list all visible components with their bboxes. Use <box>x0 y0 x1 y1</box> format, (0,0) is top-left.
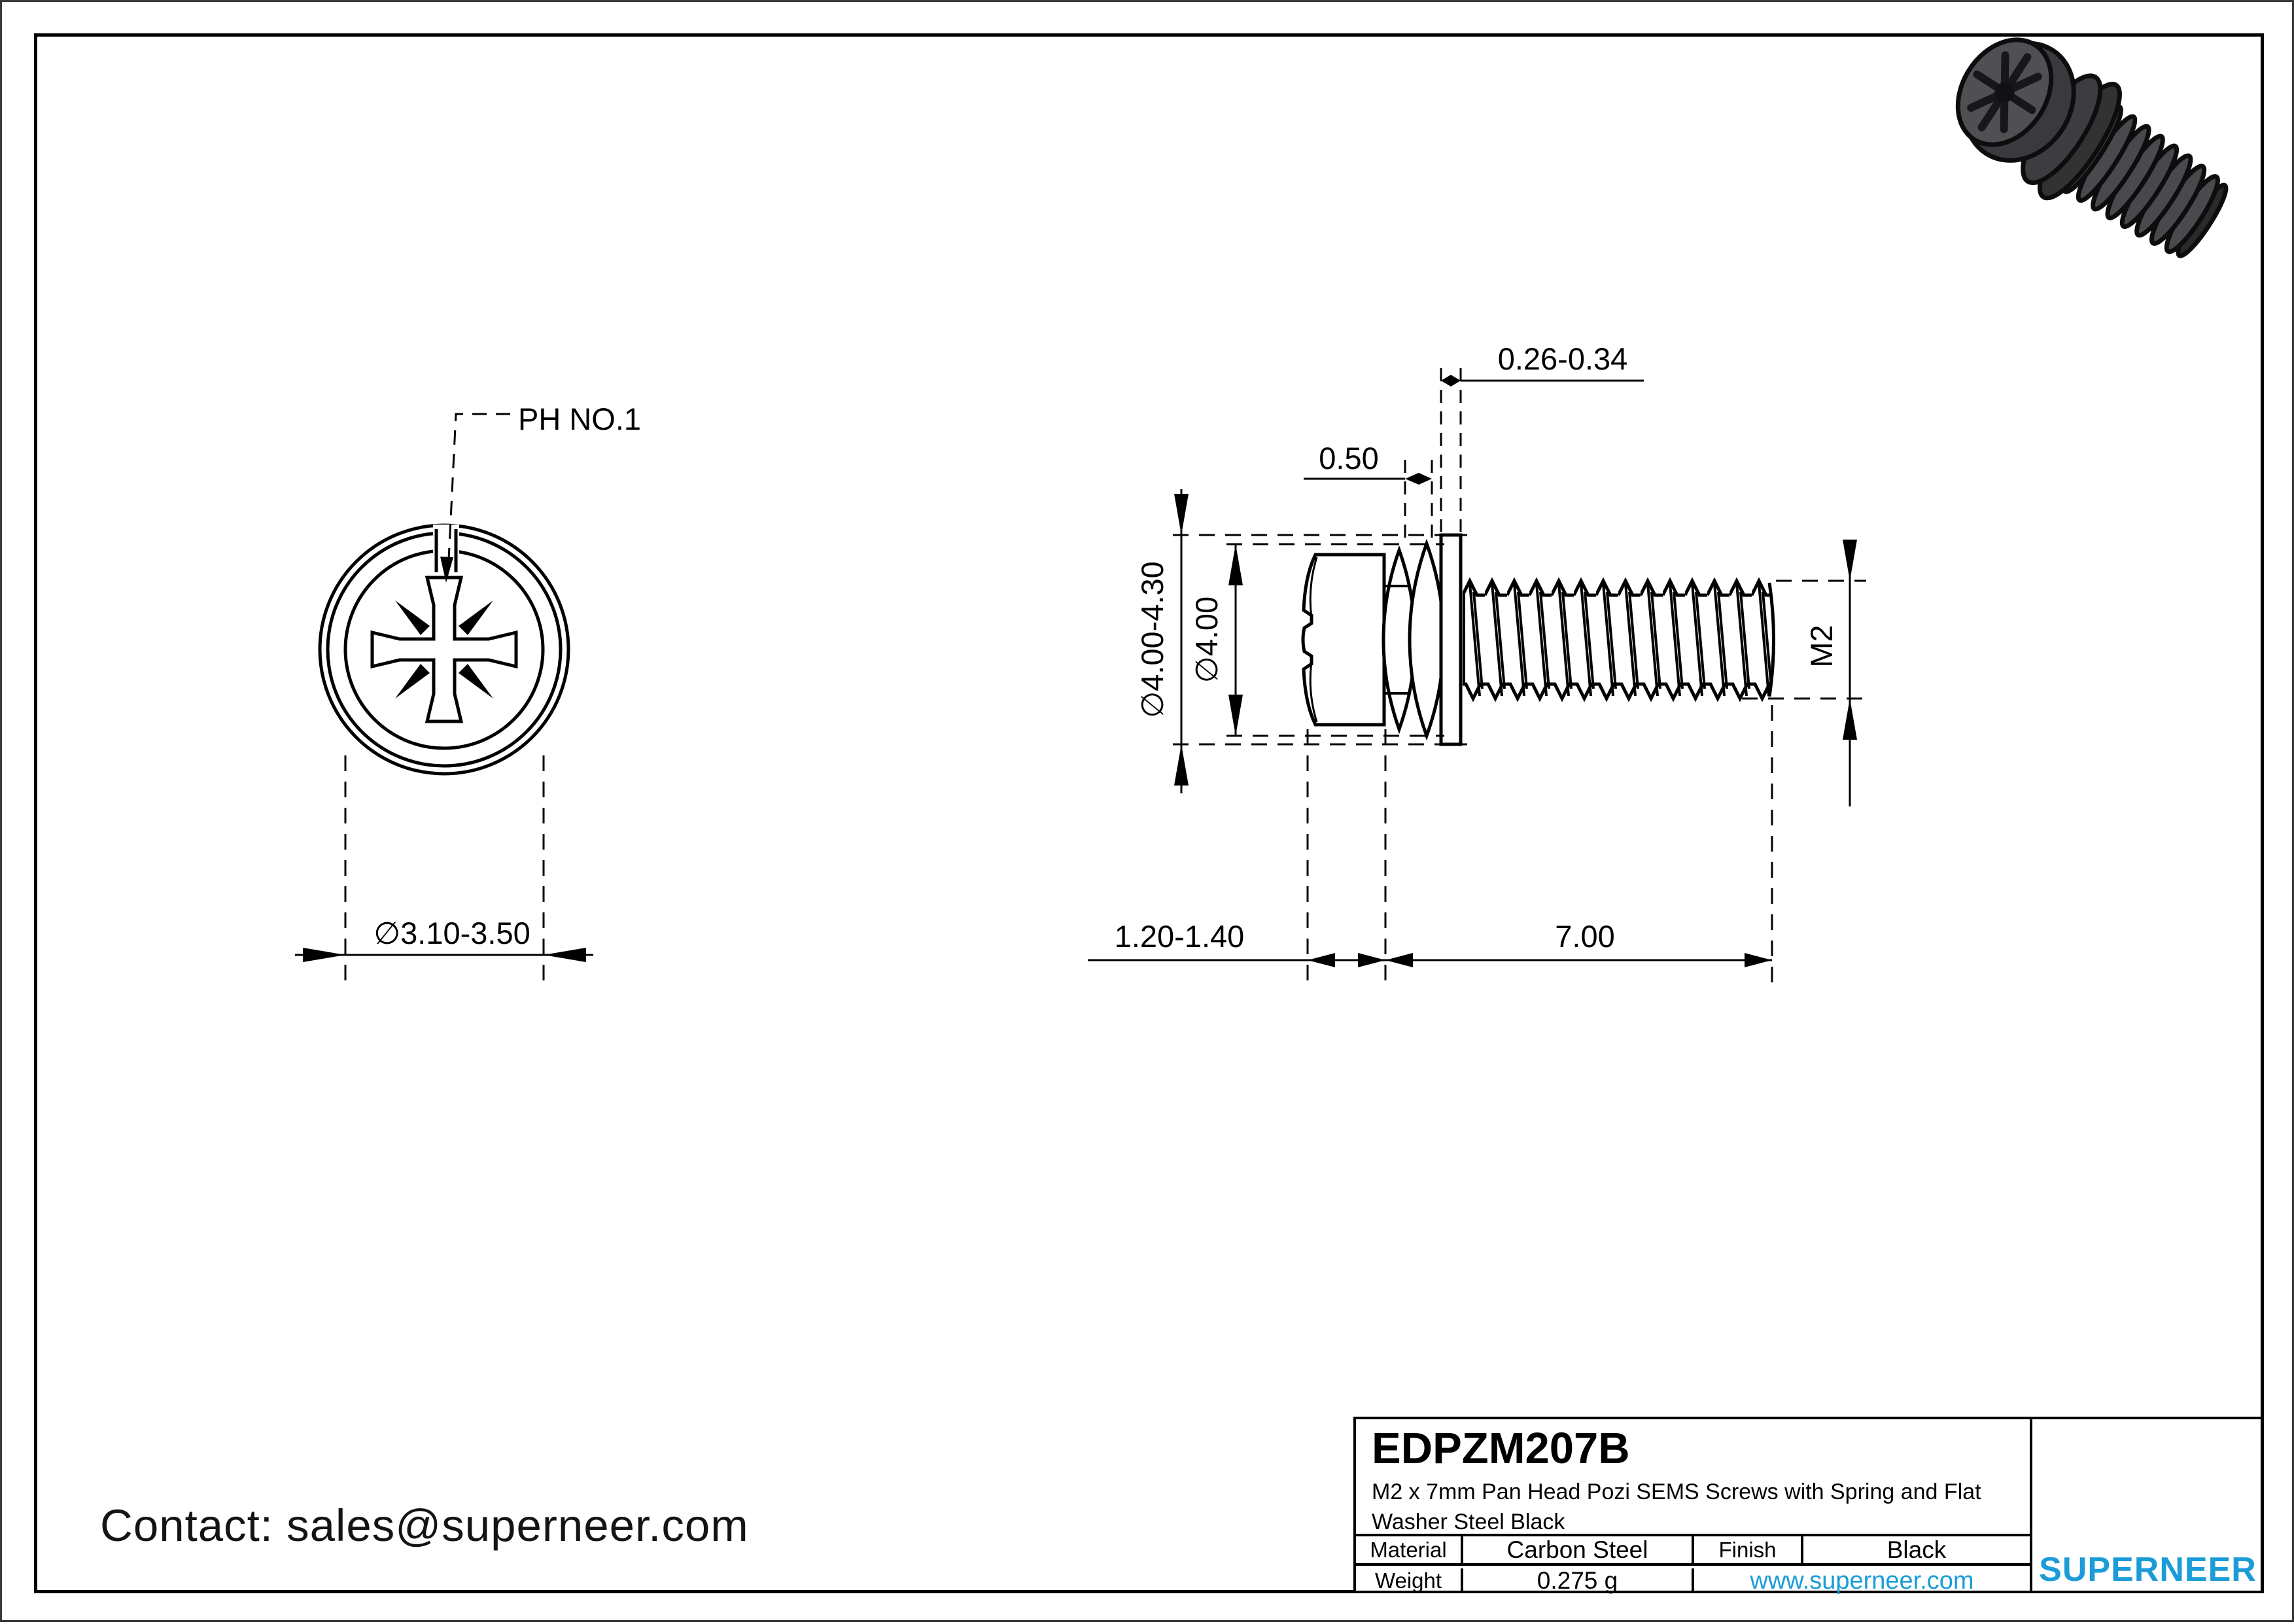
drive-label: PH NO.1 <box>518 402 641 436</box>
dim-arrow <box>1405 473 1419 485</box>
dim-arrow <box>1843 540 1857 581</box>
weight-label: Weight <box>1356 1568 1463 1593</box>
head-height-dim: 1.20-1.40 <box>1115 919 1245 954</box>
dim-arrow <box>1174 744 1189 786</box>
flat-washer-side <box>1439 533 1463 746</box>
thread-end-cap <box>1767 582 1775 697</box>
recess-arc <box>1309 661 1318 723</box>
dim-arrow <box>1843 699 1857 740</box>
title-block: EDPZM207B M2 x 7mm Pan Head Pozi SEMS Sc… <box>1353 1417 2263 1595</box>
pan-head-profile <box>1301 553 1386 727</box>
flat-washer-od-dim: ∅4.00-4.30 <box>1135 561 1170 718</box>
pozi-cross <box>370 576 518 723</box>
dim-arrow <box>1308 953 1335 967</box>
dim-arrow <box>1451 375 1461 387</box>
dim-arrow <box>1441 375 1451 387</box>
brand-name: SUPERNEER <box>2039 1551 2257 1589</box>
logo-panel: SUPERNEER <box>2030 1419 2263 1591</box>
material-value: Carbon Steel <box>1463 1536 1694 1566</box>
part-description: M2 x 7mm Pan Head Pozi SEMS Screws with … <box>1372 1479 1981 1534</box>
thread-size-dim: M2 <box>1804 625 1839 667</box>
finish-label: Finish <box>1694 1536 1803 1566</box>
dim-arrow <box>1385 953 1413 967</box>
dim-arrow <box>1745 953 1772 967</box>
pozi-center-3d <box>1994 82 2015 103</box>
front-view: PH NO.1 ∅3.10-3.50 <box>295 402 641 983</box>
weight-value: 0.275 g <box>1463 1567 1694 1594</box>
dim-arrow <box>1228 695 1243 736</box>
head-diameter-dim: ∅3.10-3.50 <box>374 916 530 950</box>
title-block-header: EDPZM207B M2 x 7mm Pan Head Pozi SEMS Sc… <box>1356 1419 2032 1536</box>
dim-arrow <box>303 948 345 962</box>
leader-line <box>447 413 510 560</box>
recess-arc <box>1309 557 1318 618</box>
part-number: EDPZM207B <box>1372 1424 1630 1473</box>
spring-washer-side <box>1408 538 1446 741</box>
dim-arrow <box>544 948 586 962</box>
screw-3d-render <box>1955 37 2229 258</box>
finish-value: Black <box>1803 1536 2030 1566</box>
material-label: Material <box>1356 1536 1463 1566</box>
dim-arrow <box>1228 544 1243 585</box>
dim-arrow <box>1358 953 1385 967</box>
website-link[interactable]: www.superneer.com <box>1750 1566 1974 1595</box>
dim-arrow <box>1419 473 1432 485</box>
contact-email: Contact: sales@superneer.com <box>100 1500 749 1551</box>
side-view: ∅4.00-4.30 ∅4.00 0.50 0.26-0.34 <box>1088 341 1866 986</box>
spring-thickness-dim: 0.50 <box>1319 441 1378 475</box>
thread-profile <box>1463 578 1771 702</box>
thread-length-dim: 7.00 <box>1555 919 1614 954</box>
leader-arrow <box>440 557 453 583</box>
spring-washer-od-dim: ∅4.00 <box>1189 596 1224 683</box>
dim-arrow <box>1174 494 1189 535</box>
flat-washer-thickness-dim: 0.26-0.34 <box>1498 341 1628 376</box>
pozi-wings <box>395 600 493 699</box>
drawing-frame-border <box>34 33 2264 1593</box>
